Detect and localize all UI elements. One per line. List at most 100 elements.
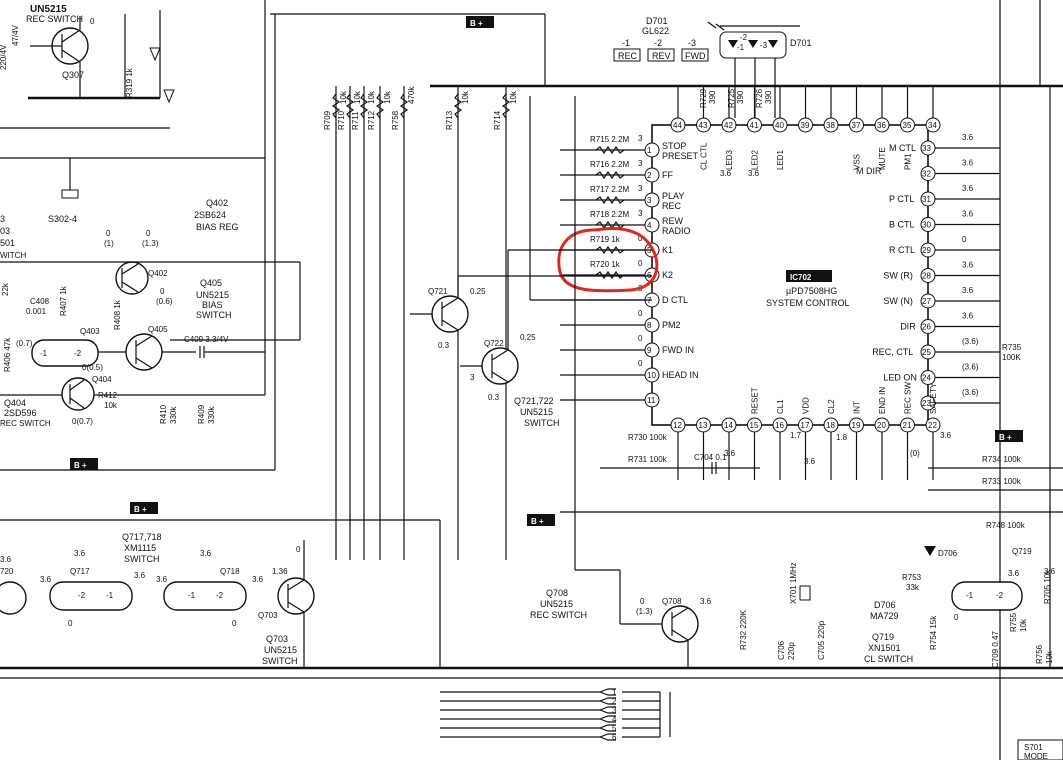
- q403-pin1: -1: [40, 349, 48, 358]
- resistor-label: R710: [337, 110, 346, 130]
- q720-symbol: [0, 581, 27, 615]
- int-v18: 1.8: [836, 433, 848, 442]
- q721-722-part: UN5215: [520, 407, 553, 417]
- q402-name: Q402: [206, 198, 228, 208]
- led-resistor-value: 390: [736, 90, 745, 104]
- bus-line-number: 6: [612, 733, 617, 742]
- resistor-icon: [595, 170, 625, 180]
- resistor-label: R709: [323, 110, 332, 130]
- s701-label: S701: [1024, 743, 1043, 752]
- ic-pin-label: LED ON: [883, 373, 917, 383]
- q402-tag: Q402: [148, 269, 168, 278]
- input-resistor-label: R720 1k: [590, 260, 621, 269]
- q718-pin2: -2: [216, 591, 224, 600]
- q708-symbol: [661, 605, 699, 643]
- ic-pin-label: REC SW: [904, 382, 913, 414]
- bplus-tag-2: B +: [74, 461, 87, 470]
- ic-pin-number: 31: [922, 195, 931, 204]
- arrow-down-icon: [149, 47, 161, 62]
- ic-pin-label: HEAD IN: [662, 370, 699, 380]
- ic-pin-voltage: (3.6): [962, 337, 979, 346]
- ic-pin-4: [644, 217, 660, 233]
- q717-v: 3.6: [74, 549, 86, 558]
- ic-pin-22: [925, 417, 941, 433]
- c706-label: C706: [777, 640, 786, 660]
- vdd-v17: 1.7: [790, 431, 802, 440]
- q307-top: UN5215: [30, 4, 67, 15]
- c709-label: C709 0.47: [991, 631, 1000, 668]
- ic-pin-44: [670, 117, 686, 133]
- m-dir-label: M DIR: [856, 166, 882, 176]
- resistor-icon: [595, 220, 625, 230]
- arrow-down-icon-2: [163, 89, 175, 104]
- input-resistor-label: R715 2.2M: [590, 135, 629, 144]
- ic-pin-label: STOP: [662, 141, 686, 151]
- q708-tag: Q708: [662, 597, 682, 606]
- ic-pin-23: [920, 395, 936, 411]
- resistor-icon: [453, 93, 463, 119]
- ic-pin-number: 24: [922, 374, 931, 383]
- q708-block: Q708 3.6 0 (1.3) Q708 UN5215 REC SWITCH: [529, 96, 712, 668]
- q404-v007: 0(0.7): [72, 417, 93, 426]
- led-resistor-label: R726: [755, 88, 764, 108]
- ic-pin-voltage: 3: [638, 134, 643, 143]
- c704-label: C704 0.1: [694, 453, 727, 462]
- q720-name: 720: [0, 567, 14, 576]
- resistor-value: 10k: [461, 90, 470, 104]
- ic-pin-label: CL1: [776, 399, 785, 414]
- fwd-label: FWD: [685, 51, 706, 61]
- r408-label: R408 1k: [113, 299, 122, 330]
- ic-pin-10: [644, 367, 660, 383]
- q718-symbol: [163, 581, 247, 611]
- q718-name: Q718: [220, 567, 240, 576]
- q402-v1: (1): [104, 239, 114, 248]
- ic-pin-label: CL2: [827, 399, 836, 414]
- ic-pin-42: [721, 117, 737, 133]
- ic-pin-label: FWD IN: [662, 345, 694, 355]
- q402-v0a: 0: [106, 229, 111, 238]
- q402-func: BIAS REG: [196, 222, 239, 232]
- ic-pin-number: 18: [826, 421, 835, 430]
- q405-name: Q405: [200, 278, 222, 288]
- resistor-icon: [345, 93, 355, 119]
- bus-line-number: 3: [612, 706, 617, 715]
- q405-v0: 0: [160, 287, 165, 296]
- r406-label: R406 47k: [3, 337, 12, 372]
- ic-pin-label: REW: [662, 216, 684, 226]
- ic-pin-label: MUTE: [878, 147, 887, 170]
- ic-pin-label: SW (R): [883, 271, 913, 281]
- ic-pin-34: [925, 117, 941, 133]
- r735-value: 100K: [1002, 353, 1021, 362]
- resistor-icon: [595, 145, 625, 155]
- led-resistor-value: 390: [764, 90, 773, 104]
- ic-pin-voltage: 3.6: [962, 159, 974, 168]
- ic-pin-number: 12: [673, 421, 682, 430]
- ic-pin-voltage: 3.6: [962, 312, 974, 321]
- ic-pin-number: 8: [647, 321, 652, 330]
- ic-pin-number: 9: [647, 346, 652, 355]
- resistor-value: 10k: [339, 90, 348, 104]
- safety-v36: 3.6: [940, 431, 952, 440]
- ic-pin-32: [920, 166, 936, 181]
- ic-pin-label-2: PRESET: [662, 151, 699, 161]
- ic-pin-number: 19: [852, 421, 861, 430]
- ic-pin-label: K1: [662, 245, 673, 255]
- left-edge-501: 501: [0, 238, 15, 248]
- ic-pin-27: [920, 293, 936, 309]
- q703-func: SWITCH: [262, 656, 298, 666]
- ic-pin-label-2: RADIO: [662, 226, 691, 236]
- ic-pin-number: 40: [775, 121, 784, 130]
- r731-label: R731 100k: [628, 455, 668, 464]
- ic-pin-label: FF: [662, 170, 673, 180]
- resistor-icon: [375, 93, 385, 119]
- q719-symbol: [951, 581, 1023, 611]
- q402-v0b: 0: [146, 229, 151, 238]
- ic-pin-number: 3: [647, 196, 652, 205]
- ic-pin-number: 41: [750, 121, 759, 130]
- q402-symbol: [115, 261, 149, 295]
- q405-func1: BIAS: [202, 300, 223, 310]
- q708-part: UN5215: [540, 599, 573, 609]
